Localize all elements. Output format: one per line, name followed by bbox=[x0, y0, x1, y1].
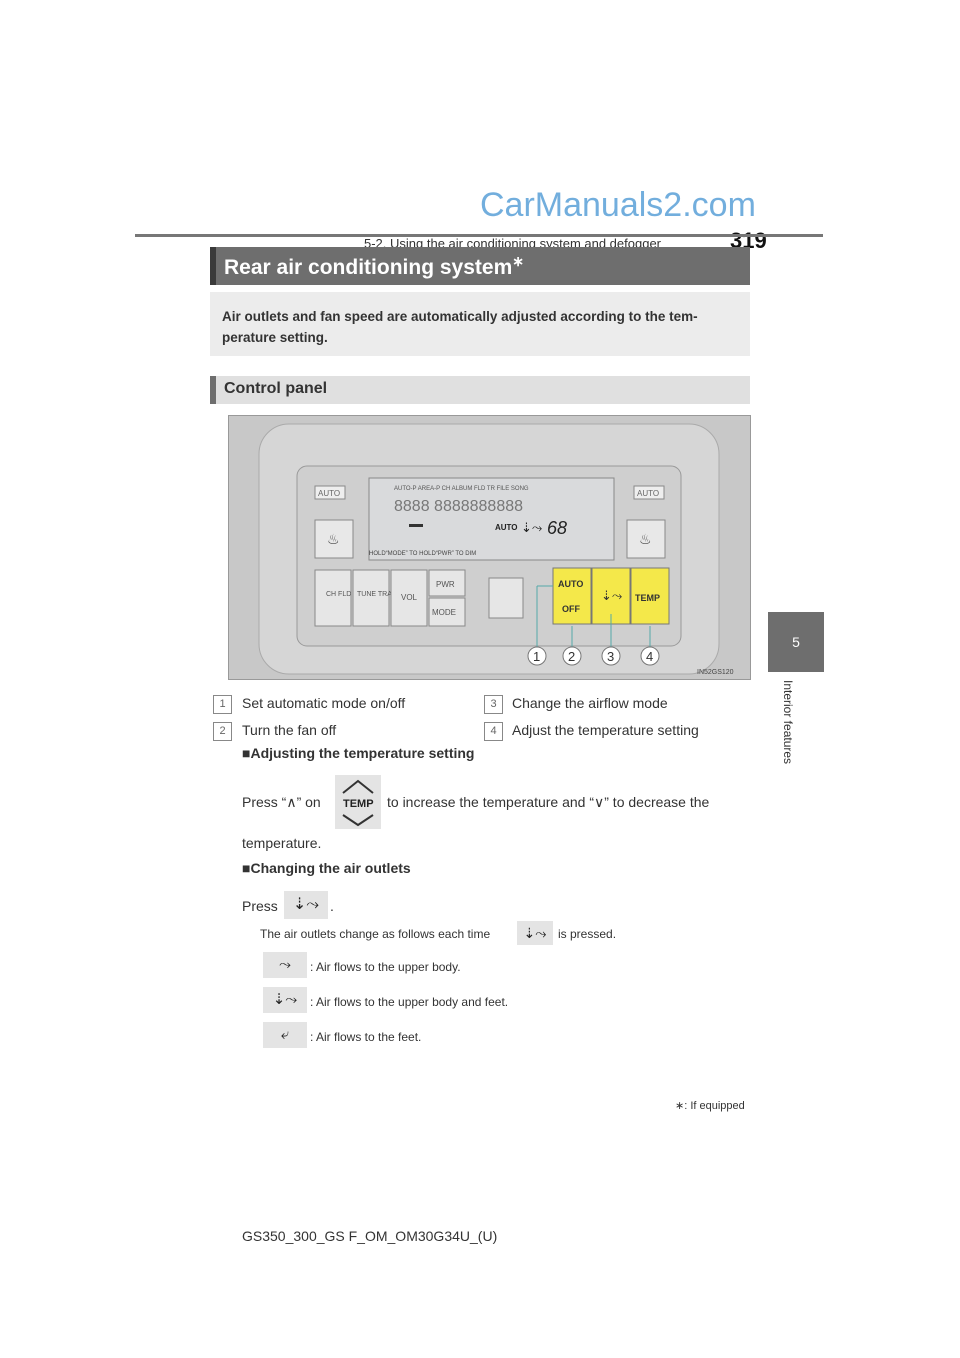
outlet-period: . bbox=[330, 898, 334, 914]
callout-1: 1 bbox=[533, 649, 540, 664]
legend-num-4: 4 bbox=[484, 722, 503, 741]
subheading: Control panel bbox=[224, 380, 328, 397]
btn-auto-left: AUTO bbox=[318, 489, 340, 498]
temp-heading: ■Adjusting the temperature setting bbox=[242, 745, 475, 761]
temp-text-a: Press “∧” on bbox=[242, 794, 321, 810]
intro-text: Air outlets and fan speed are automatica… bbox=[222, 309, 698, 345]
watermark: CarManuals2.com bbox=[480, 186, 756, 224]
btn-off-yellow: OFF bbox=[562, 604, 580, 614]
page-title: Rear air conditioning system∗ bbox=[224, 253, 524, 280]
temp-text-b: to increase the temperature and “∨” to d… bbox=[387, 794, 710, 810]
btn-vol: VOL bbox=[401, 593, 418, 602]
svg-text:⇣⤳: ⇣⤳ bbox=[521, 520, 543, 535]
outlet-note-b: is pressed. bbox=[558, 927, 617, 941]
callout-2: 2 bbox=[568, 649, 575, 664]
upper-body-icon: ⤳ bbox=[263, 952, 307, 978]
svg-text:8888 8888888888: 8888 8888888888 bbox=[394, 498, 523, 515]
svg-text:⇣⤳: ⇣⤳ bbox=[601, 588, 623, 603]
footer-code: GS350_300_GS F_OM_OM30G34U_(U) bbox=[242, 1228, 498, 1244]
header-rule bbox=[135, 234, 823, 237]
btn-auto-right: AUTO bbox=[637, 489, 659, 498]
footnote: ∗: If equipped bbox=[675, 1100, 745, 1112]
mode-feet: : Air flows to the feet. bbox=[310, 1030, 422, 1044]
svg-text:♨: ♨ bbox=[639, 531, 652, 547]
subheading-bar: Control panel bbox=[210, 376, 750, 404]
chapter-tab: 5 bbox=[768, 612, 824, 672]
title-bar: Rear air conditioning system∗ bbox=[210, 247, 750, 285]
temp-icon-label: TEMP bbox=[343, 798, 374, 810]
figure-code: IN52GS120 bbox=[697, 669, 734, 676]
legend-text-3: Change the airflow mode bbox=[512, 695, 668, 711]
outlet-note-a: The air outlets change as follows each t… bbox=[260, 927, 491, 941]
legend-num-1: 1 bbox=[213, 695, 232, 714]
airflow-mode-icon-small: ⇣⤳ bbox=[517, 921, 553, 945]
subheading-accent bbox=[210, 376, 216, 404]
feet-icon: ⤶ bbox=[263, 1022, 307, 1048]
intro-box: Air outlets and fan speed are automatica… bbox=[210, 292, 750, 356]
temp-button-icon: TEMP bbox=[335, 775, 381, 829]
equipped-mark: ∗ bbox=[512, 253, 524, 269]
btn-auto-yellow: AUTO bbox=[558, 579, 583, 589]
outlet-heading: ■Changing the air outlets bbox=[242, 860, 411, 876]
airflow-mode-icon: ⇣⤳ bbox=[284, 891, 328, 919]
btn-temp-yellow: TEMP bbox=[635, 593, 660, 603]
display-top-labels: AUTO-P AREA-P CH ALBUM FLD TR FILE SONG bbox=[394, 486, 529, 492]
mode-upper-body: : Air flows to the upper body. bbox=[310, 960, 461, 974]
legend-num-3: 3 bbox=[484, 695, 503, 714]
btn-ch-fld: CH FLD bbox=[326, 591, 351, 598]
display-auto: AUTO bbox=[495, 523, 518, 532]
callout-4: 4 bbox=[646, 649, 653, 664]
legend-text-4: Adjust the temperature setting bbox=[512, 722, 699, 738]
btn-tune-track: TUNE TRACK bbox=[357, 591, 402, 598]
mode-upper-body-feet: : Air flows to the upper body and feet. bbox=[310, 995, 509, 1009]
title-accent bbox=[210, 247, 216, 285]
chapter-label: Interior features bbox=[781, 680, 795, 765]
page-title-text: Rear air conditioning system bbox=[224, 256, 513, 279]
svg-text:♨: ♨ bbox=[327, 531, 340, 547]
btn-mode: MODE bbox=[432, 608, 456, 617]
legend-text-1: Set automatic mode on/off bbox=[242, 695, 406, 711]
callout-3: 3 bbox=[607, 649, 614, 664]
legend-text-2: Turn the fan off bbox=[242, 722, 337, 738]
display-temp: 68 bbox=[547, 518, 567, 538]
outlet-press: Press bbox=[242, 898, 278, 914]
display-hold-text: HOLD“MODE” TO HOLD“PWR” TO DIM bbox=[369, 551, 476, 557]
legend-num-2: 2 bbox=[213, 722, 232, 741]
upper-body-feet-icon: ⇣⤳ bbox=[263, 987, 307, 1013]
control-panel-figure: AUTO-P AREA-P CH ALBUM FLD TR FILE SONG … bbox=[228, 415, 751, 680]
temp-text-c: temperature. bbox=[242, 835, 322, 851]
btn-pwr: PWR bbox=[436, 580, 455, 589]
